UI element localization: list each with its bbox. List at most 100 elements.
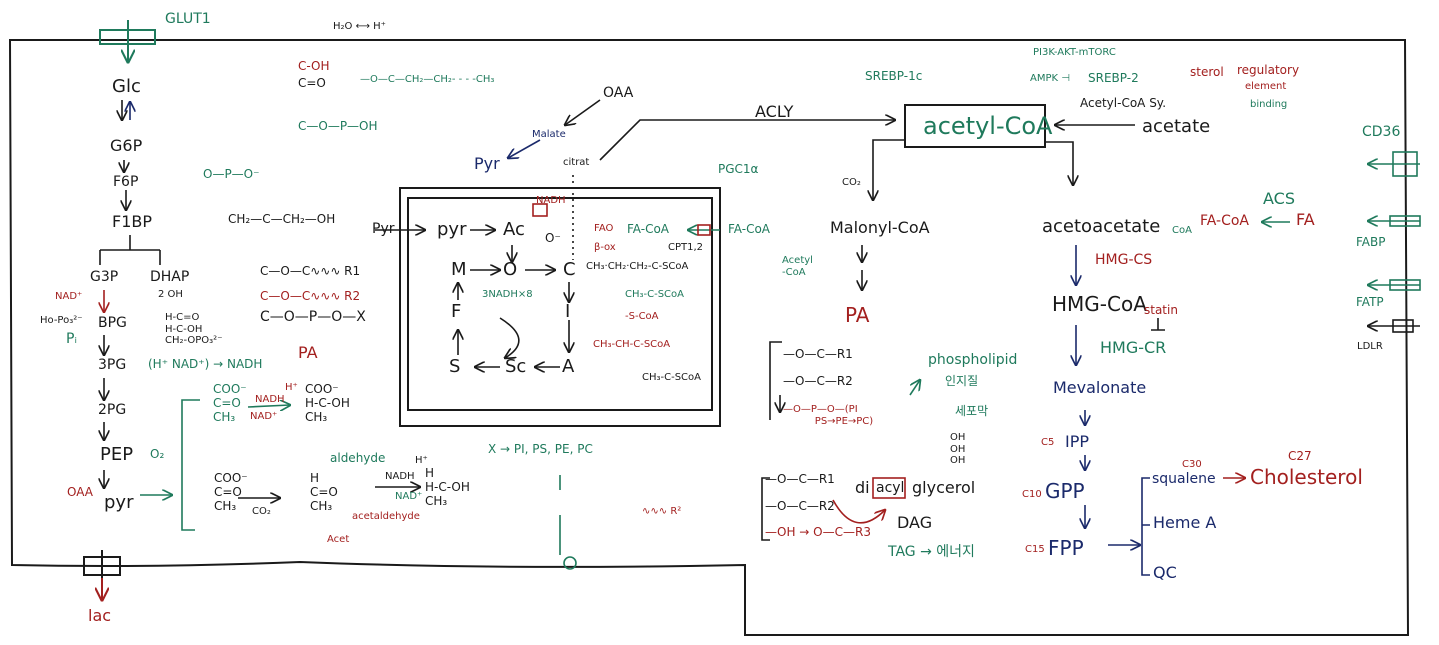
pyr-entry: Pyr <box>372 221 395 237</box>
ldlr-label: LDLR <box>1357 341 1383 352</box>
cholesterol-arrows <box>1076 222 1290 576</box>
mitochondrion-outline <box>399 187 721 427</box>
acetoacetate: acetoacetate <box>1042 216 1161 237</box>
qc: QC <box>1153 563 1177 582</box>
fatp-label: FATP <box>1356 295 1384 309</box>
tca-pyr: pyr <box>437 219 467 240</box>
srebp2: SREBP-2 <box>1088 71 1139 85</box>
acetyl-coa-hub: acetyl-CoA <box>923 112 1053 140</box>
ipp: IPP <box>1065 432 1090 451</box>
cytosol-arrows <box>508 99 1135 570</box>
cpt-label: CPT1,2 <box>668 242 704 253</box>
r-chain: ∿∿∿ R² <box>642 506 682 517</box>
cd36-label: CD36 <box>1362 124 1401 140</box>
bpg: BPG <box>98 315 127 331</box>
sterol: sterol <box>1190 65 1224 79</box>
phospholipid: phospholipid <box>928 352 1018 368</box>
oaa-cytosol: OAA <box>603 85 634 101</box>
fa-coa-right: FA-CoA <box>1200 213 1250 229</box>
acetate: acetate <box>1142 116 1211 137</box>
tca-oaa: O <box>503 259 518 280</box>
ampk: AMPK ⊣ <box>1030 73 1070 84</box>
tca-arrows <box>375 175 720 367</box>
nadh-bottom: NADH <box>385 471 415 482</box>
fa-coa-outside: FA-CoA <box>728 222 771 236</box>
fao-label: FAO <box>594 223 614 234</box>
pi: Pᵢ <box>66 331 77 347</box>
lac-transporter <box>83 550 121 600</box>
c30-label: C30 <box>1182 459 1202 470</box>
h-plus-top: H⁺ <box>285 382 298 393</box>
lactate-structure: COO⁻ H-C-OH CH₃ <box>305 382 350 424</box>
h-plus-bottom: H⁺ <box>415 455 428 466</box>
ester-chain: —O—C—CH₂—CH₂- - - -CH₃ <box>360 74 495 85</box>
cholesterol: Cholesterol <box>1250 465 1363 489</box>
g3p-structure: H-C=O H-C-OH CH₂-OPO₃²⁻ <box>165 312 223 346</box>
nad-plus-bottom: NAD⁺ <box>395 491 423 502</box>
dag-label: DAG <box>897 513 933 532</box>
acetaldehyde-label: acetaldehyde <box>352 511 420 522</box>
fa-right: FA <box>1296 210 1315 229</box>
tca-succinyl-coa: Sc <box>505 356 527 377</box>
beta-ox-step4: CH₃-CH-C-SCoA <box>593 339 671 350</box>
phospholipid-list: X → PI, PS, PE, PC <box>488 442 593 456</box>
c15-label: C15 <box>1025 544 1045 555</box>
tca-nadh-marker: NADH <box>536 195 566 206</box>
tca-acetyl: Ac <box>503 219 525 240</box>
beta-ox-step2: CH₃-C-SCoA <box>625 289 684 300</box>
pa-r1: C—O—C∿∿∿ R1 <box>260 264 361 278</box>
heme-a: Heme A <box>1153 513 1217 532</box>
statin: statin <box>1144 303 1178 317</box>
c10-label: C10 <box>1022 489 1042 500</box>
dag-r2: —O—C—R2 <box>765 499 835 513</box>
g6p: G6P <box>110 136 143 155</box>
nadh-reaction: (H⁺ NAD⁺) → NADH <box>148 357 263 371</box>
o2-label: O₂ <box>150 447 165 461</box>
dag-r1: —O—C—R1 <box>765 472 835 486</box>
acyl-word: acyl <box>876 480 905 496</box>
acetyl-coa-side: Acetyl -CoA <box>782 255 813 278</box>
beta-ox-label: β-ox <box>594 242 616 253</box>
cell-membrane <box>8 39 1410 636</box>
regulatory: regulatory <box>1237 63 1300 77</box>
g3p: G3P <box>90 269 119 285</box>
fa-coa-mito: FA-CoA <box>627 222 670 236</box>
binding: binding <box>1250 99 1288 110</box>
malate: Malate <box>532 129 566 140</box>
lactate-out: lac <box>88 606 112 625</box>
acly: ACLY <box>755 102 794 121</box>
di-prefix: di <box>855 478 870 497</box>
lipid-arrows <box>761 139 1073 541</box>
hmg-coa: HMG-CoA <box>1052 292 1147 316</box>
enol-phosphate: C—O—P—OH <box>298 119 378 133</box>
pep: PEP <box>100 444 134 465</box>
two-oh: 2 OH <box>158 289 183 300</box>
nad-plus-top: NAD⁺ <box>250 411 278 422</box>
f6p: F6P <box>113 174 139 190</box>
nad-plus: NAD⁺ <box>55 291 83 302</box>
aldehyde-label: aldehyde <box>330 451 386 465</box>
pa-lipid: PA <box>845 303 870 327</box>
pa-x: C—O—P—O—X <box>260 309 366 325</box>
acetyl-coa-synthetase: Acetyl-CoA Sy. <box>1080 96 1167 110</box>
dag-oh-r3: —OH → O—C—R3 <box>765 525 871 539</box>
tca-citrate: C <box>563 259 576 280</box>
acs: ACS <box>1263 189 1295 208</box>
pyruvate-structure-2: COO⁻ C=O CH₃ <box>214 471 248 513</box>
2pg: 2PG <box>98 402 127 418</box>
tca-fumarate: F <box>451 301 462 322</box>
glc: Glc <box>112 76 141 97</box>
enol-oh: C-OH <box>298 59 330 73</box>
fpp: FPP <box>1048 536 1084 560</box>
tca-malate: M <box>451 259 467 280</box>
pyruvate-structure: COO⁻ C=O CH₃ <box>213 382 247 424</box>
glut1-transporter <box>99 20 156 62</box>
mevalonate: Mevalonate <box>1053 378 1147 397</box>
right-transporters <box>1368 151 1421 333</box>
3pg: 3PG <box>98 357 127 373</box>
beta-ox-product: CH₃-C-SCoA <box>642 372 701 383</box>
dhap: DHAP <box>150 269 190 285</box>
c5-label: C5 <box>1041 437 1055 448</box>
